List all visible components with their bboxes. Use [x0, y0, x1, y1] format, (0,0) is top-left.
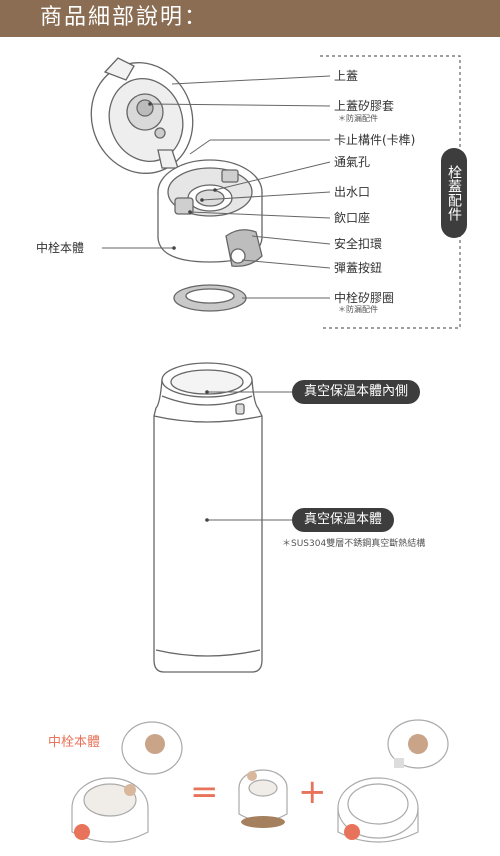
- label-mouth-seat: 飲口座: [334, 211, 371, 225]
- label-vent: 通氣孔: [334, 155, 371, 169]
- leader-lines-bottle: [207, 391, 292, 521]
- pill-vacuum-inner: 真空保溫本體內側: [292, 380, 421, 404]
- label-stopper-gasket: 中栓矽膠圈: [334, 291, 395, 305]
- page-title: 商品細部說明：: [40, 5, 209, 30]
- leader-lines-cap: [102, 75, 331, 299]
- cap-illustration: [90, 57, 263, 312]
- label-bottom-stopper-body: 中栓本體: [48, 735, 101, 750]
- side-tab-cap-parts: 栓蓋配件: [441, 148, 467, 238]
- label-spring-button: 彈蓋按鈕: [334, 261, 383, 275]
- label-top-lid-gasket: 上蓋矽膠套: [334, 99, 395, 113]
- label-stopper-body: 中栓本體: [36, 241, 85, 255]
- label-latch: 卡止構件(卡榫): [334, 133, 416, 147]
- header-banner: 商品細部說明：: [0, 0, 500, 37]
- leader-dots-bottle: [205, 390, 209, 522]
- note-vacuum-body: ＊SUS304雙層不銹鋼真空斷熱結構: [282, 539, 426, 549]
- label-safety-ring: 安全扣環: [334, 237, 383, 251]
- label-spout: 出水口: [334, 185, 371, 199]
- leader-dots-cap: [148, 102, 217, 250]
- equals-sign: =: [190, 772, 219, 812]
- label-top-lid: 上蓋: [334, 69, 359, 83]
- note-stopper-gasket: ＊防漏配件: [338, 305, 378, 314]
- note-top-lid-gasket: ＊防漏配件: [338, 114, 378, 123]
- plus-sign: +: [298, 772, 327, 812]
- bottom-illustration-lid: [337, 719, 449, 843]
- pill-vacuum-body: 真空保溫本體: [292, 508, 395, 532]
- bottle-illustration: [153, 362, 263, 673]
- bottom-illustration-stopper: [238, 769, 288, 828]
- bottom-illustration-full: [71, 721, 183, 843]
